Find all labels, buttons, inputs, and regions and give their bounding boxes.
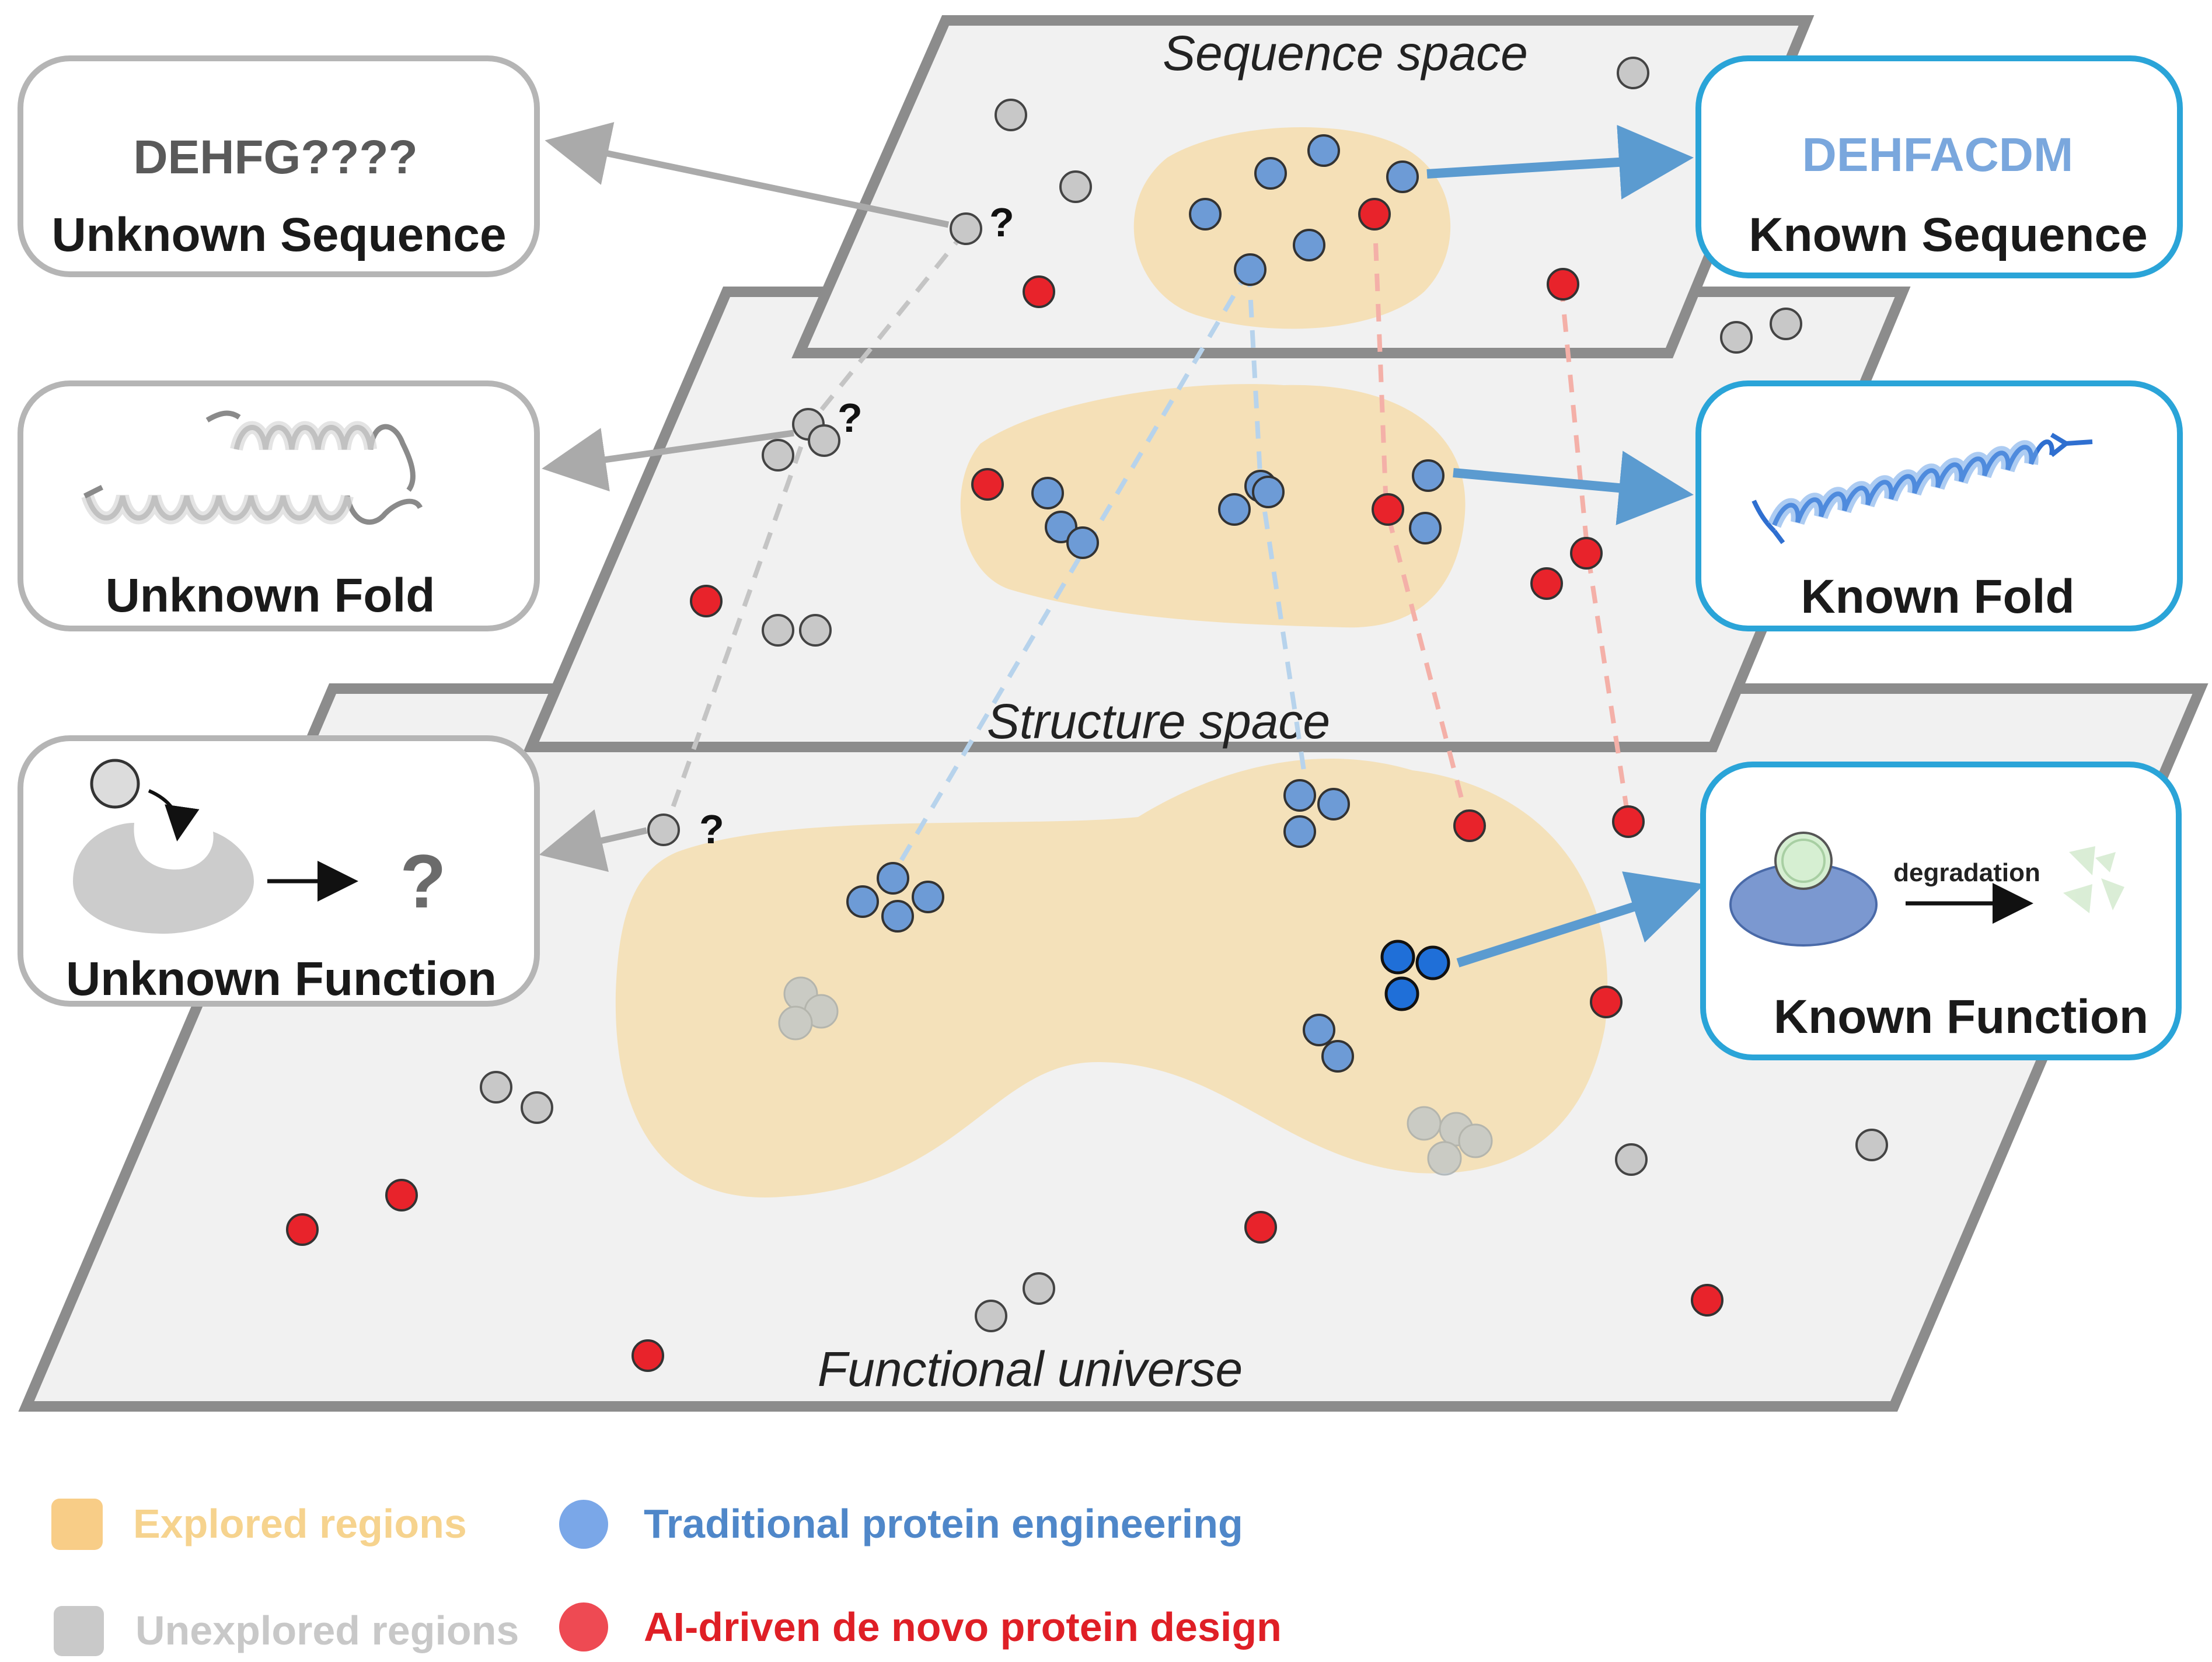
known-sequence-box: DEHFACDM Known Sequence (1695, 55, 2183, 278)
legend-ai-label: AI-driven de novo protein design (644, 1604, 1282, 1650)
arrow-to-unknown-sequence (545, 122, 950, 228)
structure-dots (690, 308, 1802, 647)
legend: Explored regions Unexplored regions Trad… (51, 1499, 1282, 1656)
structure-space-plane: Structure space (523, 287, 1911, 752)
unknown-arrows (539, 122, 950, 872)
unknown-fold-title: Unknown Fold (106, 569, 435, 622)
red-dashed-connector (1372, 212, 1470, 824)
known-function-title: Known Function (1774, 990, 2148, 1043)
unknown-sequence-box: DEHFG???? Unknown Sequence (18, 55, 540, 277)
known-sequence-title: Known Sequence (1749, 208, 2147, 261)
degradation-icon: degradation (1729, 832, 2124, 947)
legend-explored-label: Explored regions (133, 1501, 467, 1546)
unknown-function-title: Unknown Function (66, 952, 497, 1005)
unknown-fold-helix-icon (81, 410, 423, 525)
ai-design-point (690, 468, 1603, 617)
functional-universe-title: Functional universe (818, 1342, 1243, 1396)
function-question-mark: ? (699, 806, 724, 852)
functional-dots (286, 779, 1888, 1372)
faded-point (778, 976, 1493, 1176)
unexplored-point (950, 57, 1649, 245)
legend-unexplored: Unexplored regions (54, 1606, 519, 1656)
sequence-space-plane: Sequence space (791, 15, 1815, 358)
unknown-function-question: ? (400, 839, 446, 924)
binding-arrow-icon (148, 789, 200, 842)
arrow-to-unknown-function (539, 809, 648, 872)
sequence-question-mark: ? (989, 200, 1014, 245)
arrow-to-known-function (1456, 871, 1705, 968)
traditional-point (1031, 459, 1445, 559)
legend-traditional: Traditional protein engineering (559, 1500, 1243, 1549)
legend-ai: AI-driven de novo protein design (559, 1602, 1282, 1651)
traditional-point (846, 779, 1354, 1073)
fragments-icon (2063, 846, 2124, 913)
ligand-binding-icon (73, 759, 358, 934)
ligand-icon (90, 759, 140, 809)
ligand-bound-icon (1774, 832, 1833, 890)
unexplored-point (762, 308, 1802, 647)
legend-traditional-label: Traditional protein engineering (644, 1501, 1243, 1546)
known-fold-title: Known Fold (1801, 570, 2074, 623)
known-fold-box: Known Fold (1695, 380, 2183, 631)
degradation-label: degradation (1893, 858, 2040, 887)
unknown-fold-box: Unknown Fold (18, 380, 540, 631)
structure-question-mark: ? (838, 395, 863, 441)
receptor-pocket-icon (73, 823, 254, 934)
sequence-space-title: Sequence space (1163, 26, 1528, 81)
ai-design-point (286, 805, 1723, 1372)
known-function-box: degradation Known Function (1700, 762, 2182, 1060)
unknown-sequence-code: DEHFG???? (133, 131, 417, 184)
known-fold-helix-icon (1752, 432, 2093, 544)
unknown-function-box: ? Unknown Function (18, 735, 540, 1007)
structure-space-title: Structure space (987, 694, 1330, 749)
legend-unexplored-label: Unexplored regions (135, 1608, 519, 1653)
ai-design-point (1023, 198, 1579, 308)
structure-explored-region (960, 384, 1466, 628)
known-arrows (1426, 124, 1705, 968)
arrow-to-known-fold (1453, 451, 1694, 525)
unknown-sequence-title: Unknown Sequence (51, 208, 506, 261)
arrow-to-unknown-fold (542, 428, 794, 492)
sequence-dots (950, 57, 1649, 308)
arrow-to-known-sequence (1426, 124, 1694, 200)
blue-dashed-connector (894, 268, 1251, 871)
unexplored-point (480, 813, 1888, 1332)
traditional-point-highlight (1380, 940, 1450, 1011)
sequence-explored-region (1133, 127, 1451, 329)
known-sequence-code: DEHFACDM (1802, 128, 2074, 181)
functional-explored-region (615, 758, 1608, 1198)
traditional-point (1189, 134, 1419, 286)
legend-explored: Explored regions (51, 1499, 467, 1550)
